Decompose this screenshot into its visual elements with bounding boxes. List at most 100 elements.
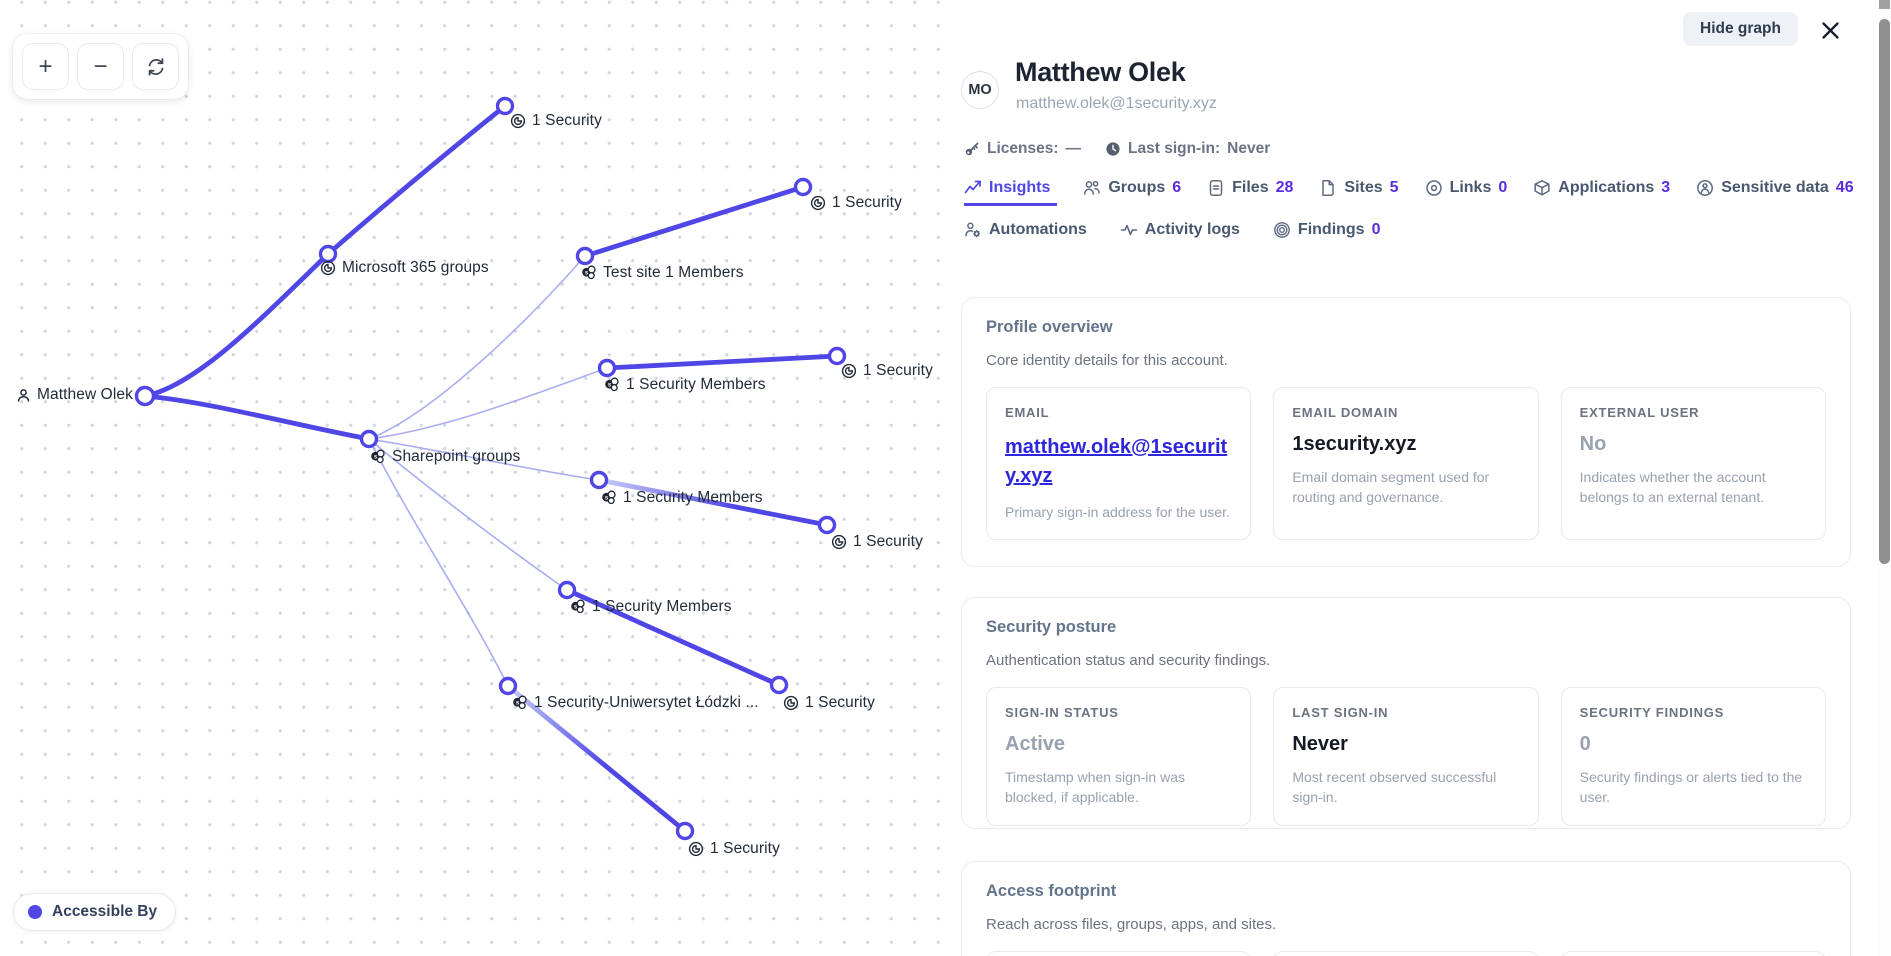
svg-text:s: s — [516, 700, 520, 706]
graph-node-test-site-1-members[interactable]: s Test site 1 Members — [581, 264, 744, 282]
security-cards: SIGN-IN STATUS Active Timestamp when sig… — [986, 687, 1826, 826]
findings-icon — [1274, 222, 1290, 238]
person-icon — [17, 388, 30, 402]
automations-icon — [965, 222, 981, 238]
graph-node-matthew-olek[interactable]: Matthew Olek — [16, 386, 133, 404]
card-email: EMAIL matthew.olek@1security.xyz Primary… — [986, 387, 1252, 541]
scrollbar-arrow[interactable] — [1879, 0, 1890, 9]
sensitive-data-icon — [1697, 180, 1714, 196]
section-title: Security posture — [986, 618, 1117, 636]
avatar: MO — [961, 71, 999, 109]
card-partial — [1560, 951, 1826, 956]
insights-icon — [964, 180, 981, 194]
user-detail-panel: MO Matthew Olek matthew.olek@1security.x… — [947, 0, 1878, 956]
clock-icon — [1106, 142, 1120, 156]
tab-automations[interactable]: Automations — [964, 221, 1094, 248]
legend-label: Accessible By — [52, 903, 158, 920]
section-security-posture: Security posture Authentication status a… — [961, 597, 1851, 829]
legend-accessible-by[interactable]: Accessible By — [13, 893, 177, 931]
sharepoint-group-icon: s — [571, 599, 585, 614]
sharepoint-group-icon: s — [605, 377, 619, 392]
security-group-icon — [320, 260, 336, 276]
tab-activity-logs[interactable]: Activity logs — [1120, 221, 1247, 248]
section-description: Reach across files, groups, apps, and si… — [986, 916, 1277, 933]
graph-node-sharepoint-groups[interactable]: s Sharepoint groups — [370, 448, 520, 466]
graph-node-1-security-members[interactable]: s 1 Security Members — [601, 489, 763, 507]
graph-node-1-security[interactable]: 1 Security — [810, 194, 902, 212]
hide-graph-button[interactable]: Hide graph — [1683, 12, 1798, 46]
card-partial — [986, 951, 1252, 956]
access-graph-panel: Matthew Olek Microsoft 365 groups 1 Secu… — [0, 0, 947, 956]
accessible-by-dot — [28, 905, 42, 919]
security-group-icon — [810, 195, 826, 211]
zoom-out-button[interactable]: − — [77, 43, 124, 90]
graph-node-1-security-uniwersytet[interactable]: s 1 Security-Uniwersytet Łódzki ... — [512, 694, 759, 712]
section-description: Core identity details for this account. — [986, 352, 1228, 369]
licenses-meta: Licenses: — — [964, 140, 1081, 158]
zoom-in-button[interactable]: + — [22, 43, 69, 90]
security-group-icon — [783, 695, 799, 711]
graph-node-dots — [134, 96, 847, 841]
section-access-footprint: Access footprint Reach across files, gro… — [961, 861, 1851, 956]
graph-node-1-security[interactable]: 1 Security — [831, 533, 923, 551]
footprint-cards — [986, 951, 1826, 956]
graph-node-1-security[interactable]: 1 Security — [688, 840, 780, 858]
sharepoint-group-icon: s — [513, 695, 527, 710]
graph-node-1-security[interactable]: 1 Security — [841, 362, 933, 380]
sites-icon — [1322, 180, 1335, 196]
scrollbar-track[interactable] — [1878, 0, 1891, 956]
section-title: Profile overview — [986, 318, 1113, 336]
profile-cards: EMAIL matthew.olek@1security.xyz Primary… — [986, 387, 1826, 541]
svg-text:s: s — [374, 454, 378, 460]
tab-insights[interactable]: Insights — [964, 179, 1058, 206]
security-group-icon — [841, 363, 857, 379]
sharepoint-group-icon: s — [371, 449, 385, 464]
svg-text:s: s — [585, 270, 589, 276]
card-security-findings: SECURITY FINDINGS 0 Security findings or… — [1560, 687, 1826, 826]
graph-zoom-toolbar: + − — [13, 34, 188, 99]
security-group-icon — [831, 534, 847, 550]
section-title: Access footprint — [986, 882, 1117, 900]
refresh-layout-button[interactable] — [132, 43, 179, 90]
groups-icon — [1084, 180, 1101, 195]
svg-text:s: s — [608, 382, 612, 388]
close-icon[interactable] — [1816, 16, 1844, 44]
user-email: matthew.olek@1security.xyz — [1016, 95, 1217, 112]
scrollbar-thumb[interactable] — [1879, 19, 1890, 564]
graph-node-1-security-members[interactable]: s 1 Security Members — [570, 598, 732, 616]
last-signin-meta: Last sign-in: Never — [1105, 140, 1270, 158]
card-last-signin: LAST SIGN-IN Never Most recent observed … — [1273, 687, 1539, 826]
graph-node-1-security-members[interactable]: s 1 Security Members — [604, 376, 766, 394]
graph-node-m365-groups[interactable]: Microsoft 365 groups — [320, 259, 489, 277]
user-name: Matthew Olek — [1015, 57, 1186, 87]
card-partial — [1273, 951, 1539, 956]
graph-node-1-security[interactable]: 1 Security — [510, 112, 602, 130]
sharepoint-group-icon: s — [582, 265, 596, 280]
section-description: Authentication status and security findi… — [986, 652, 1271, 669]
applications-icon — [1534, 180, 1550, 196]
refresh-icon — [148, 57, 163, 76]
svg-text:s: s — [574, 604, 578, 610]
key-icon — [965, 142, 979, 156]
links-icon — [1425, 180, 1442, 196]
section-profile-overview: Profile overview Core identity details f… — [961, 297, 1851, 567]
graph-node-1-security[interactable]: 1 Security — [783, 694, 875, 712]
security-group-icon — [688, 841, 704, 857]
files-icon — [1209, 180, 1223, 196]
sharepoint-group-icon: s — [602, 490, 616, 505]
security-group-icon — [510, 113, 526, 129]
email-link[interactable]: matthew.olek@1security.xyz — [1005, 436, 1228, 487]
card-external-user: EXTERNAL USER No Indicates whether the a… — [1560, 387, 1826, 541]
card-email-domain: EMAIL DOMAIN 1security.xyz Email domain … — [1273, 387, 1539, 541]
graph-edges — [134, 96, 847, 841]
